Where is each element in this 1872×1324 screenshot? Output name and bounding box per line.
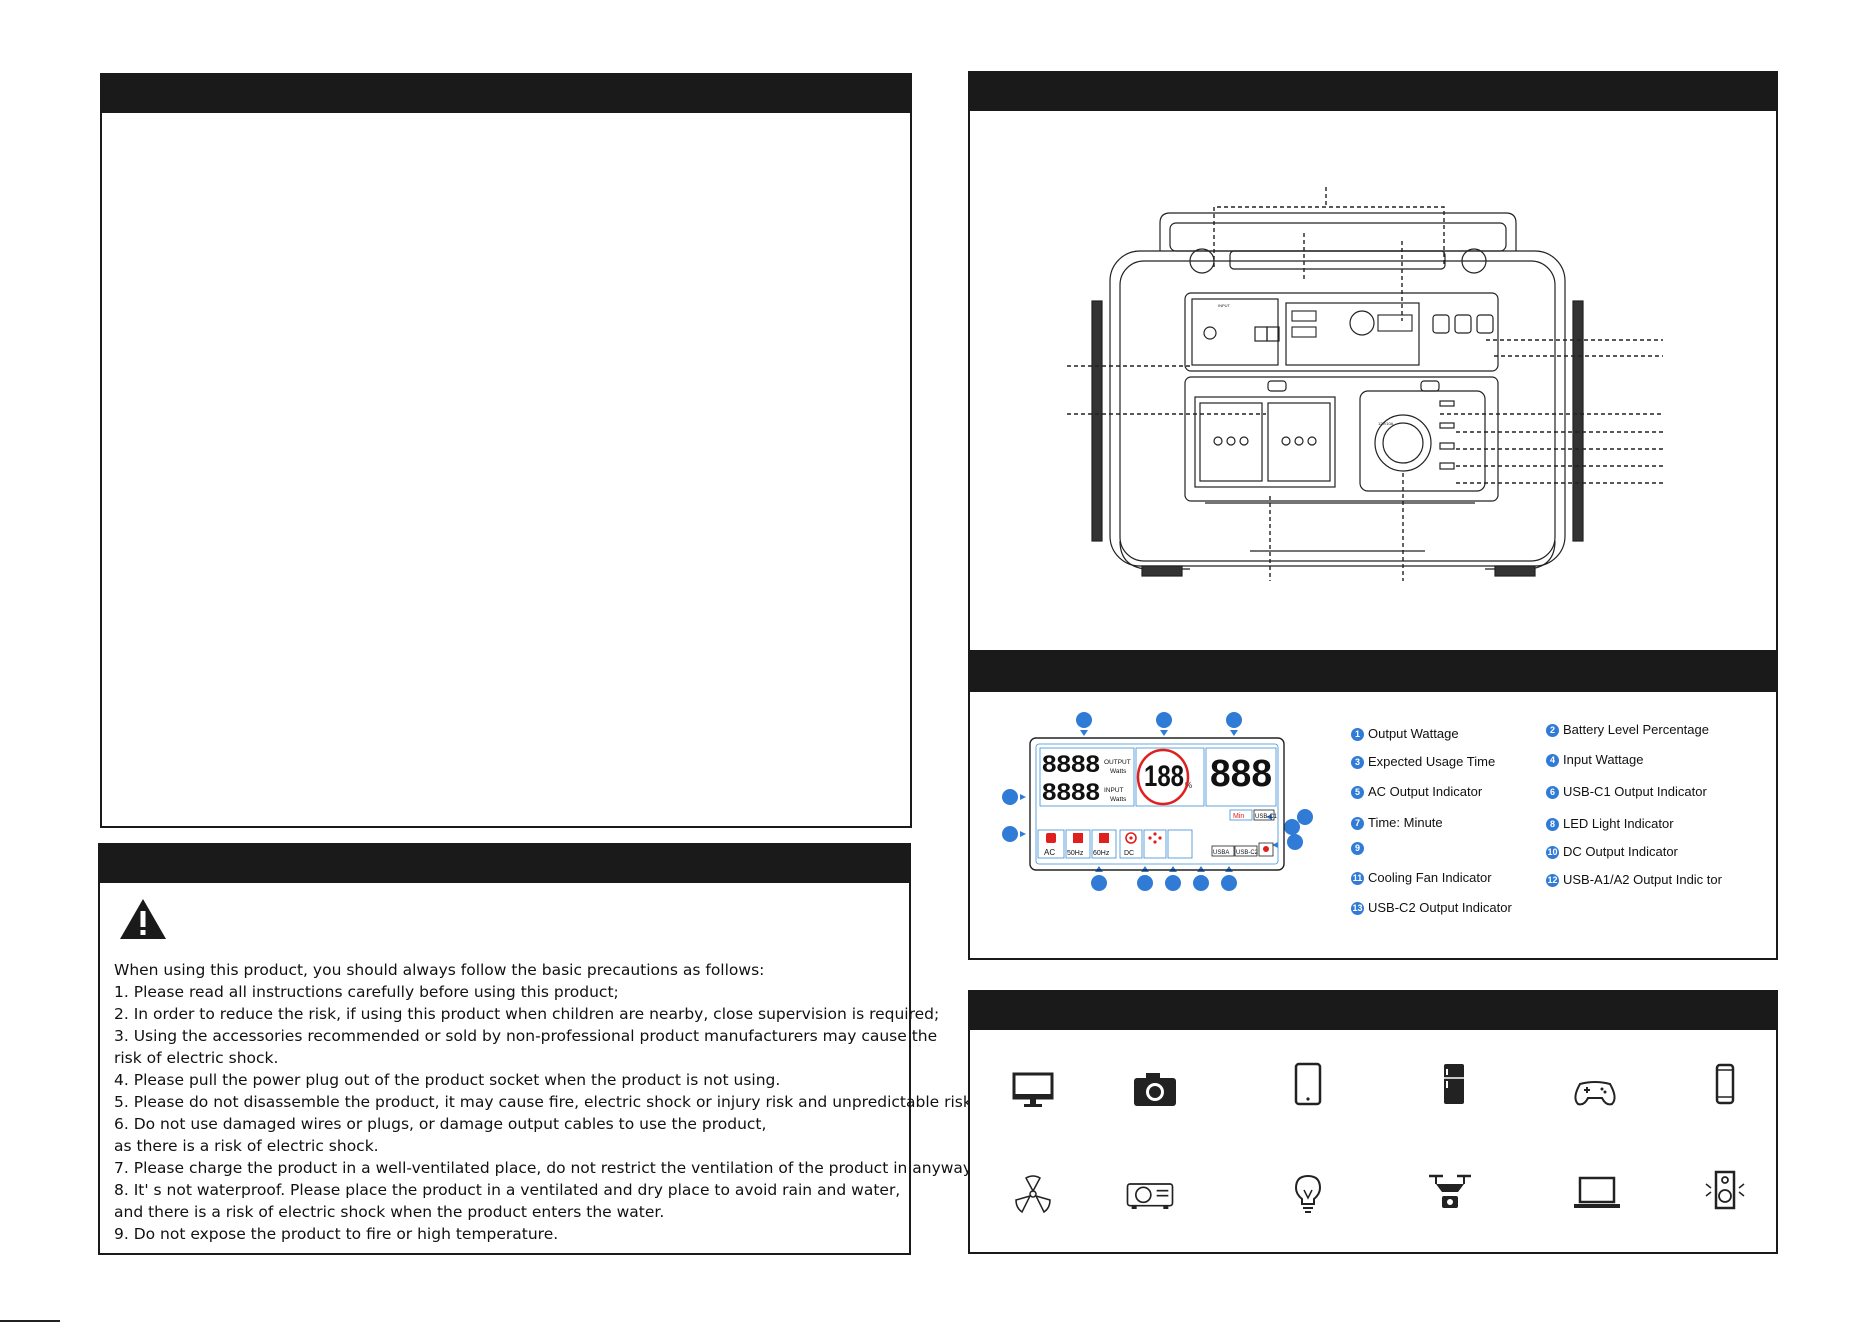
output-watts: Watts [1110, 768, 1127, 775]
safety-panel: When using this product, you should alwa… [98, 843, 977, 1255]
hz60-label: 60Hz [1093, 850, 1110, 857]
marker-7 [1284, 819, 1300, 835]
power-station-diagram: INPUT 12V/10A [1067, 187, 1663, 581]
display-panel-header [970, 654, 1776, 692]
laptop-icon [1574, 1176, 1620, 1208]
input-watts: Watts [1110, 796, 1127, 803]
safety-line: 4. Please pull the power plug out of the… [114, 1071, 781, 1089]
safety-line: 6. Do not use damaged wires or plugs, or… [114, 1115, 767, 1133]
marker-10 [1137, 875, 1153, 891]
safety-line: 2. In order to reduce the risk, if using… [114, 1005, 940, 1023]
marker-5 [1002, 826, 1018, 842]
percent-digits: 188 [1144, 760, 1184, 793]
product-diagram-panel: INPUT 12V/10A [968, 71, 1778, 652]
marker-4 [1002, 789, 1018, 805]
input-digits: 8888 [1042, 779, 1100, 806]
product-diagram-header [970, 73, 1776, 111]
hz50-label: 50Hz [1067, 850, 1084, 857]
dc-label: DC [1124, 850, 1134, 857]
safety-instructions: When using this product, you should alwa… [114, 959, 977, 1245]
applications-panel-header [970, 992, 1776, 1030]
camera-icon [1134, 1073, 1176, 1106]
fan-icon [1015, 1175, 1051, 1214]
input-label: INPUT [1104, 787, 1124, 794]
marker-9 [1091, 875, 1107, 891]
drone-icon [1429, 1174, 1471, 1208]
intro-panel-header [102, 75, 910, 113]
monitor-icon [1012, 1072, 1054, 1107]
safety-line: 1. Please read all instructions carefull… [114, 983, 619, 1001]
time-digits: 888 [1210, 753, 1272, 795]
marker-12 [1193, 875, 1209, 891]
tablet-icon [1294, 1062, 1322, 1106]
safety-line: 7. Please charge the product in a well-v… [114, 1159, 975, 1177]
legend-item-9: 9 [1351, 840, 1368, 855]
battery-ring [1136, 748, 1190, 806]
marker-6 [1297, 809, 1313, 825]
marker-8 [1287, 834, 1303, 850]
safety-line: 5. Please do not disassemble the product… [114, 1093, 977, 1111]
marker-1 [1076, 712, 1092, 728]
speaker-icon [1705, 1170, 1745, 1210]
safety-line: When using this product, you should alwa… [114, 961, 765, 979]
gamepad-icon [1574, 1081, 1616, 1106]
marker-11 [1165, 875, 1181, 891]
usbc2-label: USB-C2 [1236, 850, 1259, 856]
display-panel: 8888 8888 188 888 OUTPUT Watts INPUT Wat… [968, 652, 1778, 960]
marker-2 [1156, 712, 1172, 728]
ac-label: AC [1044, 848, 1055, 857]
bulb-icon [1294, 1174, 1322, 1213]
applications-panel [968, 990, 1778, 1254]
safety-line: 8. It' s not waterproof. Please place th… [114, 1181, 901, 1199]
crop-mark [0, 1320, 60, 1322]
usbc1-label: USB-C1 [1255, 814, 1278, 820]
dc-rating-label: 12V/10A [1378, 421, 1394, 426]
marker-13 [1221, 875, 1237, 891]
fridge-icon [1444, 1064, 1464, 1104]
min-label: Min [1233, 813, 1244, 820]
safety-line: and there is a risk of electric shock wh… [114, 1203, 665, 1221]
output-label: OUTPUT [1104, 759, 1131, 766]
lcd-display-diagram: 8888 8888 188 888 OUTPUT Watts INPUT Wat… [1002, 712, 1313, 891]
projector-icon [1126, 1183, 1174, 1209]
warning-icon [120, 899, 166, 939]
percent-sign: % [1185, 781, 1192, 790]
input-port-label: INPUT [1218, 303, 1231, 308]
safety-line: as there is a risk of electric shock. [114, 1137, 379, 1155]
output-digits: 8888 [1042, 751, 1100, 778]
phone-icon [1715, 1063, 1735, 1105]
safety-line: 3. Using the accessories recommended or … [114, 1027, 938, 1045]
marker-3 [1226, 712, 1242, 728]
safety-panel-header [100, 845, 909, 883]
intro-panel [100, 73, 912, 828]
safety-line: risk of electric shock. [114, 1049, 279, 1067]
usba-label: USBA [1213, 850, 1229, 856]
safety-line: 9. Do not expose the product to fire or … [114, 1225, 559, 1243]
